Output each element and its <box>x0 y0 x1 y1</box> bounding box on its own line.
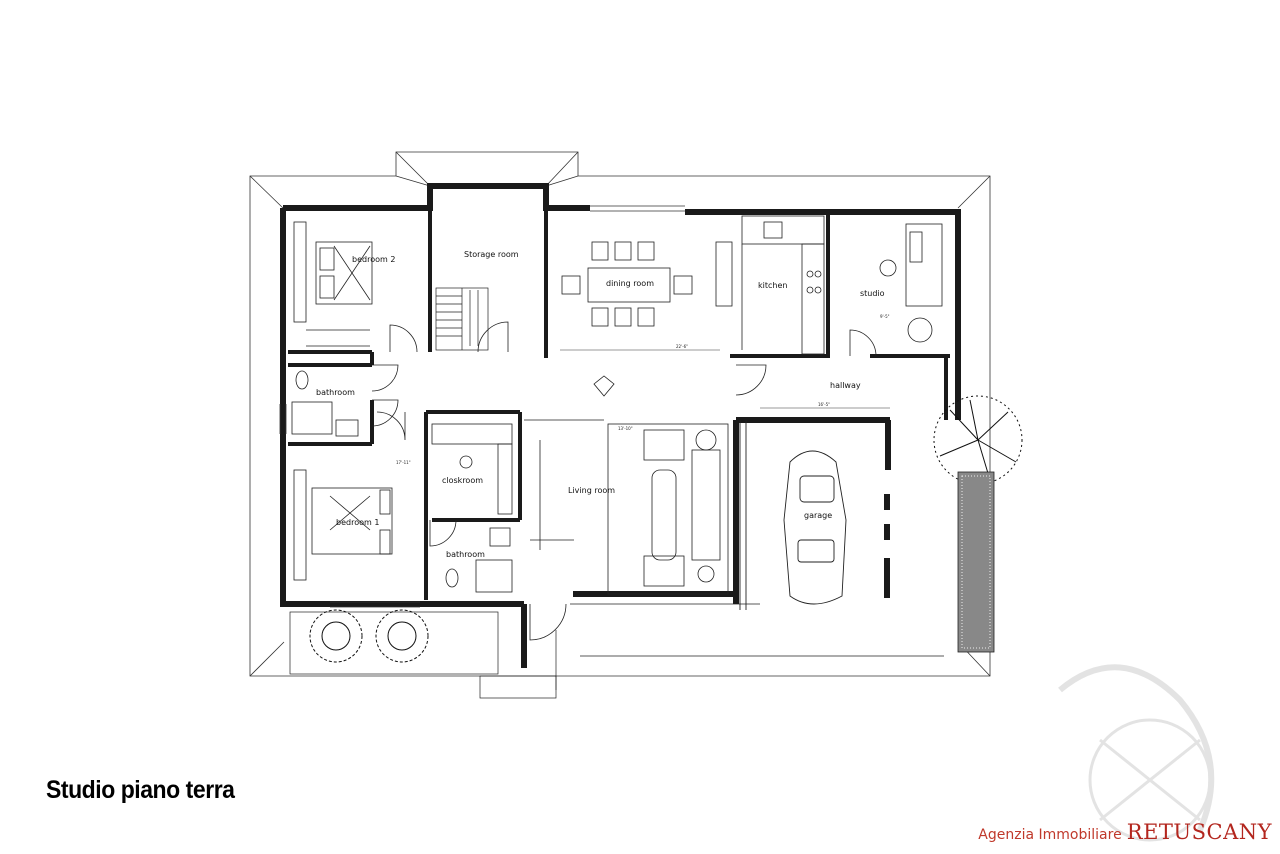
dim-hallway: 16'-5" <box>818 402 830 407</box>
windows <box>279 205 685 608</box>
label-living-room: Living room <box>568 486 615 495</box>
interior-walls <box>288 208 950 600</box>
bedroom-1-furniture <box>293 469 393 581</box>
plan-caption: Studio piano terra <box>46 776 235 804</box>
dim-bedroom: 17'-11" <box>396 460 411 465</box>
agency-prefix: Agenzia Immobiliare <box>978 827 1122 843</box>
dim-dining: 22'-6" <box>676 344 688 349</box>
label-bathroom-b: bathroom <box>446 550 485 559</box>
dining-set <box>561 241 693 327</box>
studio-desk <box>879 223 943 343</box>
hedge <box>957 471 995 653</box>
room-labels: bedroom 2 Storage room dining room kitch… <box>316 250 885 559</box>
watermark-logo <box>1058 664 1215 842</box>
label-bedroom-2: bedroom 2 <box>352 255 395 264</box>
doors <box>371 321 877 641</box>
bathroom-fixtures <box>291 370 513 593</box>
bedroom-2-furniture <box>293 221 373 347</box>
garage-pillars <box>884 494 890 598</box>
label-storage-room: Storage room <box>464 250 519 259</box>
terrace <box>289 603 944 699</box>
garage-car <box>739 420 847 610</box>
label-bathroom-a: bathroom <box>316 388 355 397</box>
label-garage: garage <box>804 511 832 520</box>
closkroom-shelves <box>431 423 513 515</box>
label-kitchen: kitchen <box>758 281 787 290</box>
label-hallway: hallway <box>830 381 861 390</box>
living-room-furniture <box>524 375 729 595</box>
tree-symbols <box>309 395 1023 663</box>
roof-outline <box>249 151 991 677</box>
dimension-marks: 22'-6" 16'-5" 13'-10" 9'-5" 17'-11" <box>396 314 890 465</box>
stairs <box>435 287 489 351</box>
dim-studio: 9'-5" <box>880 314 890 319</box>
dim-living: 13'-10" <box>618 426 633 431</box>
agency-signature: Agenzia Immobiliare RETUSCANY <box>978 820 1272 844</box>
label-bedroom-1: bedroom 1 <box>336 518 379 527</box>
label-studio: studio <box>860 289 885 298</box>
kitchen-units <box>715 215 825 355</box>
agency-brand: RETUSCANY <box>1126 820 1272 844</box>
label-closkroom: closkroom <box>442 476 483 485</box>
label-dining-room: dining room <box>606 279 654 288</box>
